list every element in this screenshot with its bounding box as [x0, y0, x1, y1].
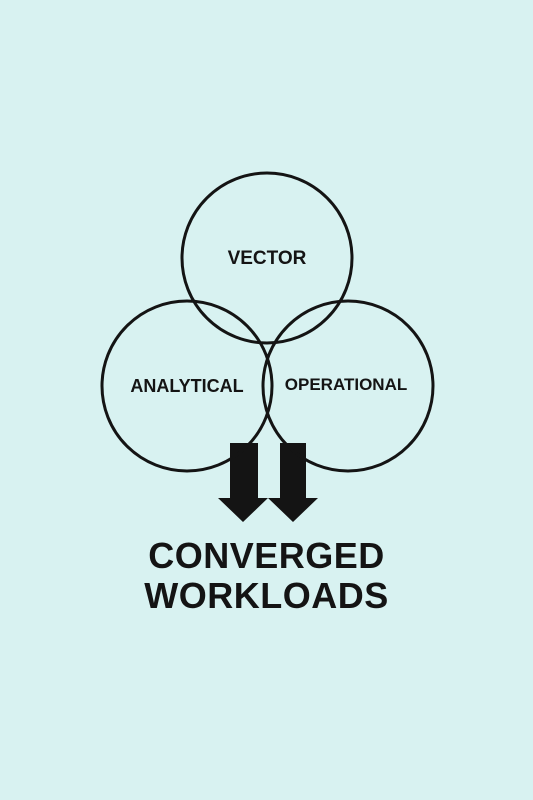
operational-circle [261, 299, 435, 473]
left-down-arrow-icon [218, 443, 268, 522]
vector-label: VECTOR [228, 248, 307, 269]
title-line-1: CONVERGED [148, 535, 385, 576]
analytical-circle [100, 299, 274, 473]
analytical-label: ANALYTICAL [130, 376, 243, 396]
vector-circle [180, 171, 354, 345]
down-arrows [218, 443, 318, 522]
right-down-arrow-icon [268, 443, 318, 522]
operational-label: OPERATIONAL [285, 375, 407, 394]
title-line-2: WORKLOADS [144, 575, 389, 616]
converged-workloads-title: CONVERGED WORKLOADS [0, 536, 533, 616]
